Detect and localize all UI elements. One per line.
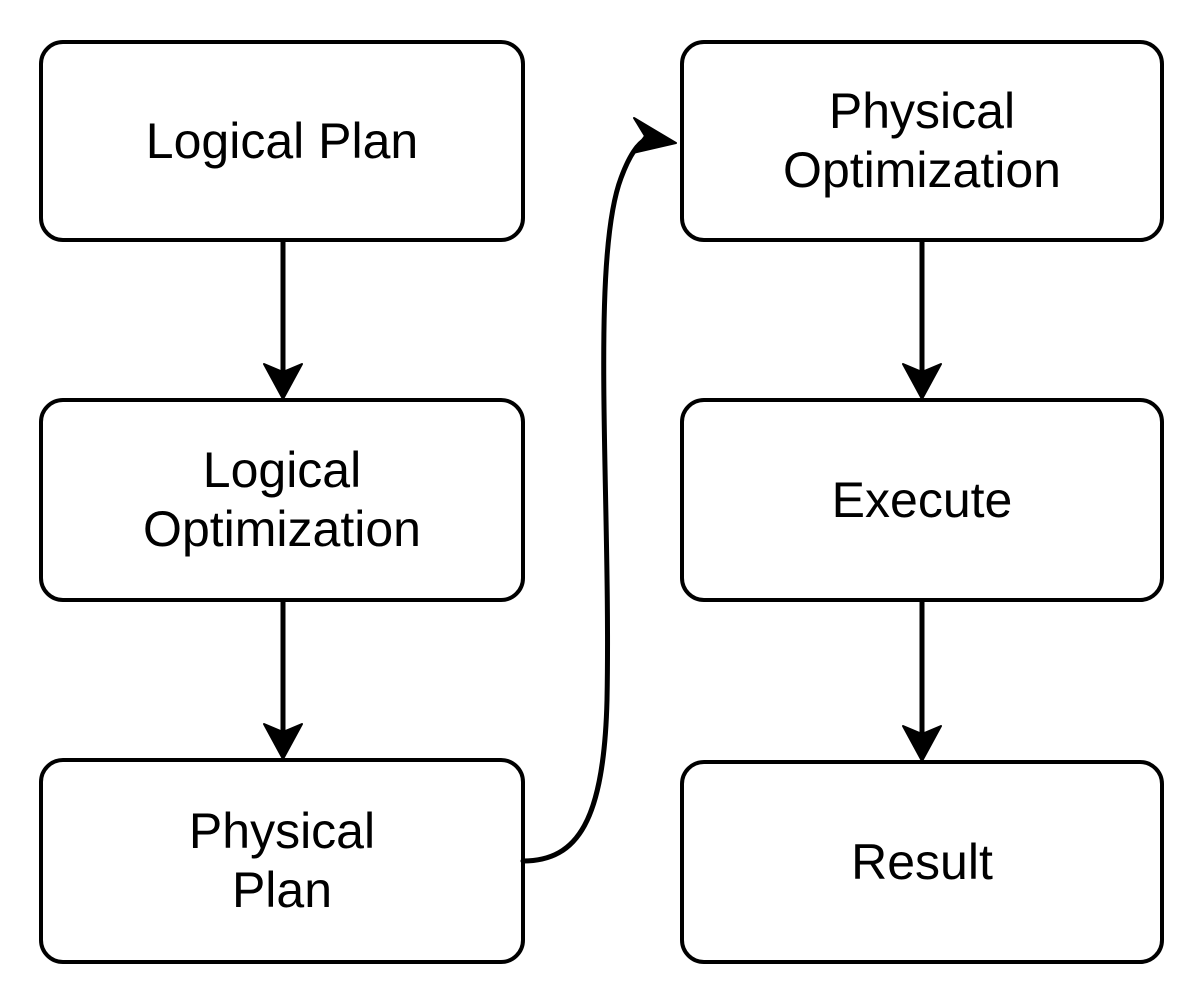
- arrowhead-icon: [263, 363, 303, 400]
- edge-physical-optimization-to-execute: [902, 240, 942, 400]
- arrowhead-icon: [263, 723, 303, 760]
- node-shape-physical-plan[interactable]: [39, 758, 525, 964]
- node-shape-execute[interactable]: [680, 398, 1164, 602]
- edge-logical-optimization-to-physical-plan: [263, 600, 303, 760]
- node-shape-physical-optimization[interactable]: [680, 40, 1164, 242]
- edge-curve: [520, 133, 654, 864]
- edge-logical-plan-to-logical-optimization: [263, 240, 303, 400]
- arrowhead-icon: [902, 725, 942, 762]
- arrowhead-icon: [632, 117, 677, 154]
- edge-execute-to-result: [902, 600, 942, 762]
- node-shape-result[interactable]: [680, 760, 1164, 964]
- edge-physical-plan-to-physical-optimization: [520, 117, 677, 864]
- node-shape-logical-optimization[interactable]: [39, 398, 525, 602]
- node-shape-logical-plan[interactable]: [39, 40, 525, 242]
- arrowhead-icon: [902, 363, 942, 400]
